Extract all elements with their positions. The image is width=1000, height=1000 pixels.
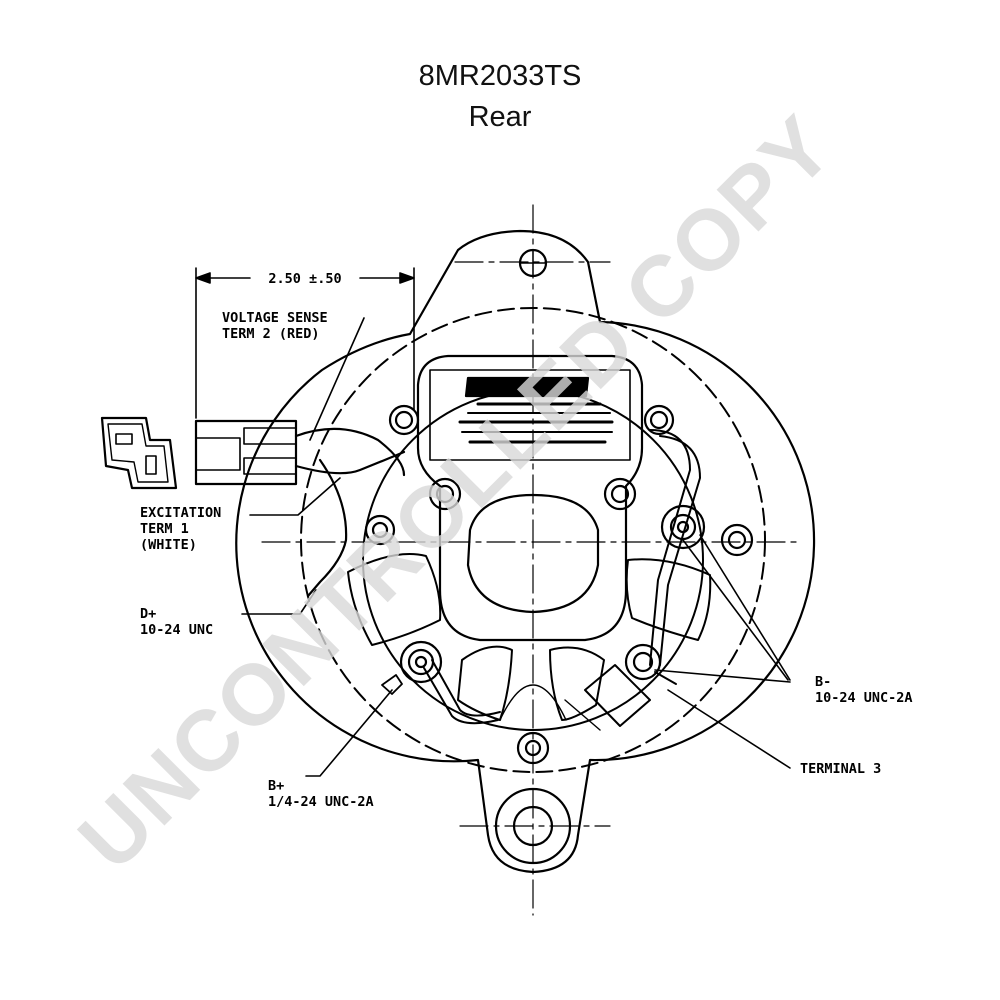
bottom-mount-boss bbox=[494, 787, 572, 865]
b-minus-label: B- bbox=[815, 674, 831, 690]
regulator-wires bbox=[423, 429, 701, 725]
b-plus-thread-label: 1/4-24 UNC-2A bbox=[268, 794, 374, 810]
d-plus-label: D+ bbox=[140, 606, 156, 622]
view-title: Rear bbox=[468, 101, 532, 133]
dimension-lines bbox=[195, 267, 415, 419]
regulator-logo-plate bbox=[458, 376, 614, 444]
b-minus-thread-label: 10-24 UNC-2A bbox=[815, 690, 913, 706]
d-plus-thread-label: 10-24 UNC bbox=[140, 622, 213, 638]
terminal-3-label: TERMINAL 3 bbox=[800, 761, 881, 777]
regulator-screws bbox=[388, 404, 675, 511]
cooling-slots bbox=[347, 553, 712, 731]
watermark: UNCONTROLLED COPY bbox=[61, 97, 852, 888]
voltage-sense-term-label: TERM 2 (RED) bbox=[222, 326, 320, 342]
voltage-sense-label: VOLTAGE SENSE bbox=[222, 310, 328, 326]
b-plus-terminal bbox=[381, 674, 403, 695]
excitation-color-label: (WHITE) bbox=[140, 537, 197, 553]
excitation-label: EXCITATION bbox=[140, 505, 221, 521]
dimension-text: 2.50 ±.50 bbox=[268, 271, 341, 287]
housing-outline-dashed bbox=[300, 307, 766, 773]
centerlines bbox=[261, 204, 801, 916]
bottom-mount-hole bbox=[512, 805, 554, 847]
b-plus-label: B+ bbox=[268, 778, 284, 794]
regulator-housing bbox=[416, 354, 644, 642]
connector-symbol bbox=[100, 416, 178, 490]
excitation-term-label: TERM 1 bbox=[140, 521, 189, 537]
terminal-3-connector bbox=[584, 664, 677, 727]
wiring-plug bbox=[194, 419, 406, 598]
regulator-center-dome bbox=[466, 493, 600, 614]
terminal-studs bbox=[364, 504, 754, 765]
model-title: 8MR2033TS bbox=[418, 60, 582, 92]
alternator-body-outline bbox=[235, 229, 816, 874]
leader-lines bbox=[241, 317, 791, 777]
